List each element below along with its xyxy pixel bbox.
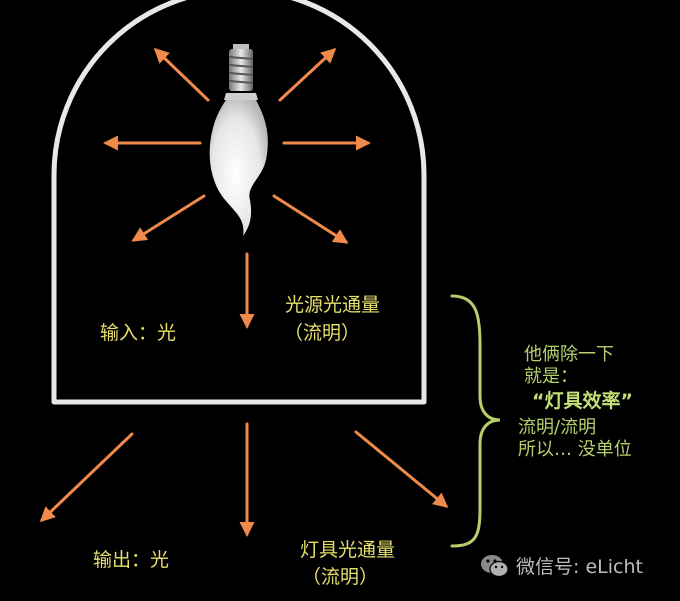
source-flux-label: 光源光通量 xyxy=(285,294,381,316)
efficiency-note: 他俩除一下 就是： “灯具效率” 流明/流明 所以… 没单位 xyxy=(518,344,633,461)
wechat-icon xyxy=(481,554,509,577)
out-ray-left xyxy=(39,432,134,523)
fixture-flux-label: 灯具光通量 xyxy=(300,539,396,561)
note-line-3: “灯具效率” xyxy=(532,390,633,412)
ray-down-left xyxy=(131,194,206,242)
note-line-5: 所以… 没单位 xyxy=(518,439,632,460)
source-light-rays xyxy=(103,47,371,329)
fixture-light-rays xyxy=(39,422,449,537)
watermark-text: 微信号: eLicht xyxy=(516,556,643,578)
luminaire-enclosure xyxy=(51,0,427,405)
curly-brace xyxy=(450,294,501,548)
note-line-2: 就是： xyxy=(524,366,578,387)
output-label: 输出：光 xyxy=(93,549,170,571)
note-line-4: 流明/流明 xyxy=(518,417,597,438)
ray-up-right xyxy=(278,47,337,102)
candle-bulb-icon xyxy=(209,44,268,236)
source-flux-unit: （流明） xyxy=(284,322,361,344)
ray-down-right xyxy=(272,194,349,244)
out-ray-right xyxy=(354,430,449,508)
note-line-1: 他俩除一下 xyxy=(524,344,614,365)
input-label: 输入：光 xyxy=(100,322,177,344)
watermark: 微信号: eLicht xyxy=(480,552,643,579)
fixture-flux-unit: （流明） xyxy=(302,566,379,588)
ray-up-left xyxy=(153,47,210,102)
